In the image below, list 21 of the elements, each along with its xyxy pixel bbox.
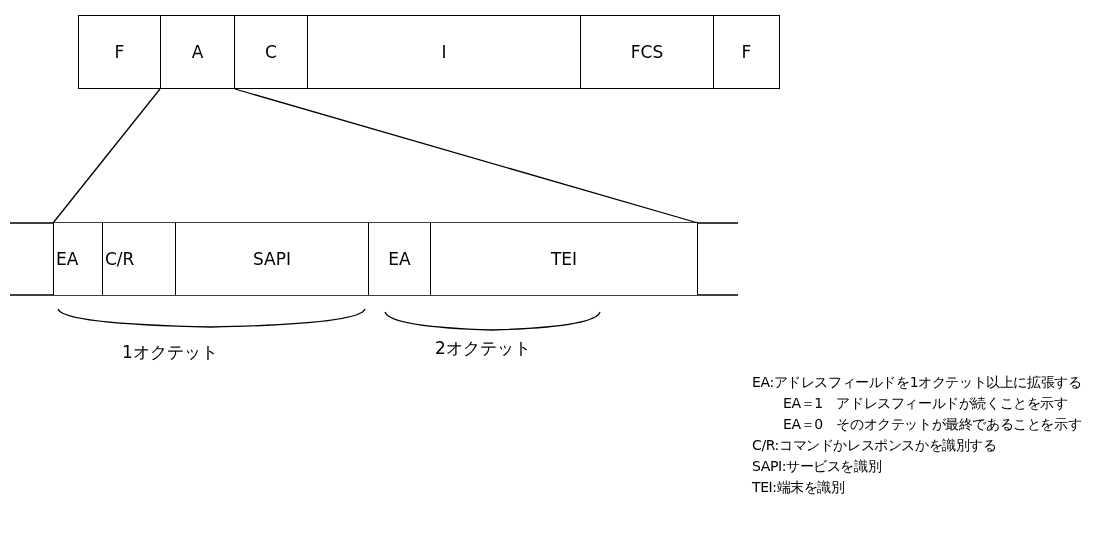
field-cell: F	[78, 15, 161, 89]
note-text: EA:アドレスフィールドを1オクテット以上に拡張する	[752, 373, 1082, 392]
octet-label: 1オクテット	[122, 342, 218, 362]
field-cell: I	[307, 15, 581, 89]
field-cell: FCS	[580, 15, 714, 89]
note-text: TEI:端末を識別	[752, 478, 845, 497]
expansion-line	[234, 88, 699, 224]
note-text: EA＝1 アドレスフィールドが続くことを示す	[783, 394, 1068, 413]
field-cell: F	[713, 15, 780, 89]
field-cell: TEI	[430, 223, 698, 295]
field-cell: A	[160, 15, 235, 89]
octet-label: 2オクテット	[435, 338, 531, 358]
field-cell: C/R	[102, 223, 176, 295]
expansion-line	[52, 88, 161, 224]
note-text: C/R:コマンドかレスポンスかを識別する	[752, 436, 997, 455]
field-cell: EA	[368, 223, 431, 295]
field-cell: C	[234, 15, 308, 89]
note-text: SAPI:サービスを識別	[752, 457, 882, 476]
note-text: EA＝0 そのオクテットが最終であることを示す	[783, 415, 1082, 434]
field-cell: EA	[53, 223, 103, 295]
field-cell: SAPI	[175, 223, 369, 295]
